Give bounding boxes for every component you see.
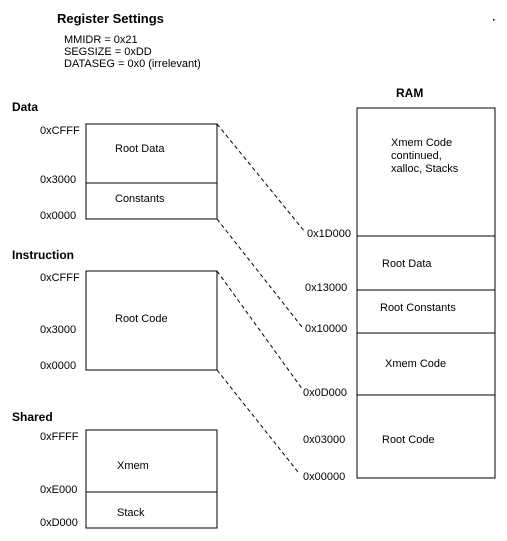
instr-addr-0000: 0x0000 [40,360,77,372]
data-block-constants: Constants [115,193,165,205]
ram-addr-10000: 0x10000 [305,323,348,335]
ram-block-xmem-continued-line-1: Xmem Code [391,137,453,149]
ram-block-xmem-continued: Xmem Code continued, xalloc, Stacks [391,137,458,176]
map-line-instr-bottom [216,369,299,473]
data-addr-cfff: 0xCFFF [40,125,80,137]
data-addr-3000: 0x3000 [40,174,77,186]
shared-block-stack: Stack [117,507,145,519]
shared-addr-ffff: 0xFFFF [40,431,79,443]
ram-block-root-constants: Root Constants [380,302,456,314]
map-line-data-top [216,123,306,233]
ram-block-root-data: Root Data [382,258,432,270]
ram-block-xmem-code: Xmem Code [385,358,447,370]
instruction-header: Instruction [12,248,74,262]
data-addr-0000: 0x0000 [40,210,77,222]
ram-addr-03000: 0x03000 [303,434,346,446]
register-settings-title: Register Settings [57,11,164,26]
setting-mmidr: MMIDR = 0x21 [64,34,138,46]
instr-addr-3000: 0x3000 [40,324,77,336]
map-line-data-bottom [216,218,303,328]
shared-header: Shared [12,410,53,424]
shared-segment-box [85,429,218,529]
ram-box [356,107,496,479]
setting-segsize: SEGSIZE = 0xDD [64,46,152,58]
ram-addr-00000: 0x00000 [303,471,346,483]
ram-addr-13000: 0x13000 [305,282,348,294]
ram-block-xmem-continued-line-3: xalloc, Stacks [391,163,459,175]
shared-addr-e000: 0xE000 [40,484,78,496]
data-header: Data [12,100,39,114]
ram-block-xmem-continued-line-2: continued, [391,150,442,162]
corner-mark [493,19,495,21]
instr-block-root-code: Root Code [115,313,168,325]
instr-addr-cfff: 0xCFFF [40,272,80,284]
ram-addr-0d000: 0x0D000 [303,387,348,399]
setting-dataseg: DATASEG = 0x0 (irrelevant) [64,58,201,70]
ram-block-root-code: Root Code [382,434,435,446]
shared-addr-d000: 0xD000 [40,517,78,529]
data-block-root-data: Root Data [115,143,165,155]
instruction-segment-box [85,270,218,371]
map-line-instr-top [216,270,304,391]
ram-header: RAM [396,86,424,100]
ram-addr-1d000: 0x1D000 [307,228,352,240]
data-segment-box [85,123,218,220]
shared-block-xmem: Xmem [117,460,149,472]
